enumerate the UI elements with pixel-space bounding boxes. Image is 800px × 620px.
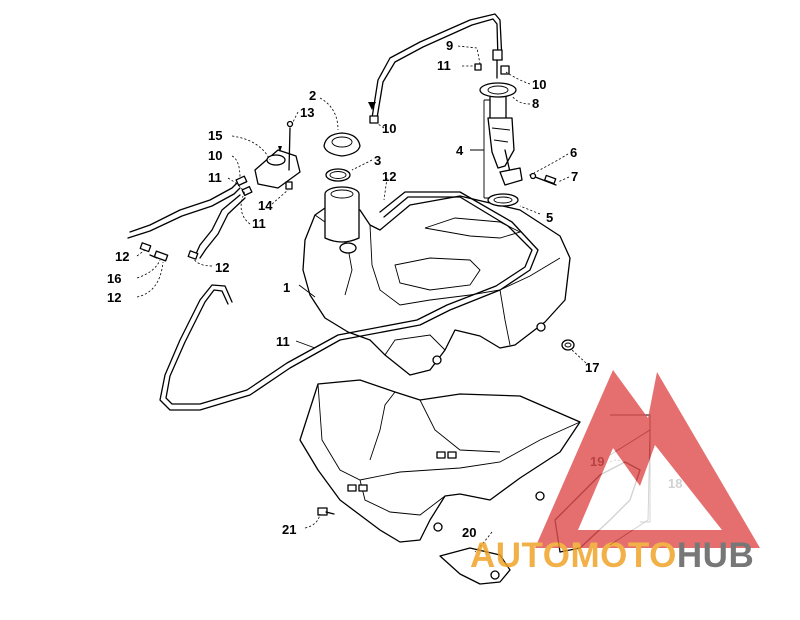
callout-1: 1 xyxy=(283,280,290,295)
callout-9: 9 xyxy=(446,38,453,53)
callout-14: 14 xyxy=(258,198,273,213)
fuel-valve-assembly xyxy=(235,120,301,197)
callout-8: 8 xyxy=(532,96,539,111)
watermark-text-moto: MOTO xyxy=(571,536,677,575)
callout-labels: 1 2 3 4 5 6 7 8 9 10 10 10 11 11 11 11 1… xyxy=(107,38,682,540)
callout-2: 2 xyxy=(309,88,316,103)
bolt-21 xyxy=(317,507,335,516)
callout-11-tank: 11 xyxy=(276,334,290,349)
callout-11-left-lower: 11 xyxy=(252,216,266,231)
callout-17: 17 xyxy=(585,360,599,375)
callout-20: 20 xyxy=(462,525,476,540)
left-vent-hose xyxy=(127,181,246,262)
callout-3: 3 xyxy=(374,153,381,168)
callout-11-pump: 11 xyxy=(437,58,451,73)
callout-12-tank: 12 xyxy=(382,169,396,184)
callout-10-hose: 10 xyxy=(382,121,396,136)
callout-4: 4 xyxy=(456,143,464,158)
callout-15: 15 xyxy=(208,128,222,143)
svg-text:AUTOMOTOHUB: AUTOMOTOHUB xyxy=(470,536,754,575)
heat-shield-20 xyxy=(439,547,511,585)
watermark-text-hub: HUB xyxy=(677,536,754,575)
callout-16: 16 xyxy=(107,271,121,286)
plug-17 xyxy=(561,339,575,351)
fuel-pump-assembly xyxy=(368,13,557,207)
callout-21: 21 xyxy=(282,522,296,537)
callout-10-pump: 10 xyxy=(532,77,546,92)
callout-10-valve: 10 xyxy=(208,148,222,163)
callout-12-hose-end: 12 xyxy=(215,260,229,275)
fuel-cap xyxy=(323,132,361,182)
callout-12-left-bottom: 12 xyxy=(107,290,121,305)
watermark-text-auto: AUTO xyxy=(470,536,571,575)
belly-pan xyxy=(299,379,581,543)
automotohub-watermark: AUTOMOTOHUB xyxy=(470,370,760,575)
callout-11-left-upper: 11 xyxy=(208,170,222,185)
vent-hose-main xyxy=(159,191,539,411)
callout-7: 7 xyxy=(571,169,578,184)
callout-12-left-top: 12 xyxy=(115,249,129,264)
fuel-tank xyxy=(302,186,571,376)
callout-6: 6 xyxy=(570,145,577,160)
watermark-triangle-inner xyxy=(578,445,722,530)
callout-5: 5 xyxy=(546,210,553,225)
callout-13: 13 xyxy=(300,105,314,120)
